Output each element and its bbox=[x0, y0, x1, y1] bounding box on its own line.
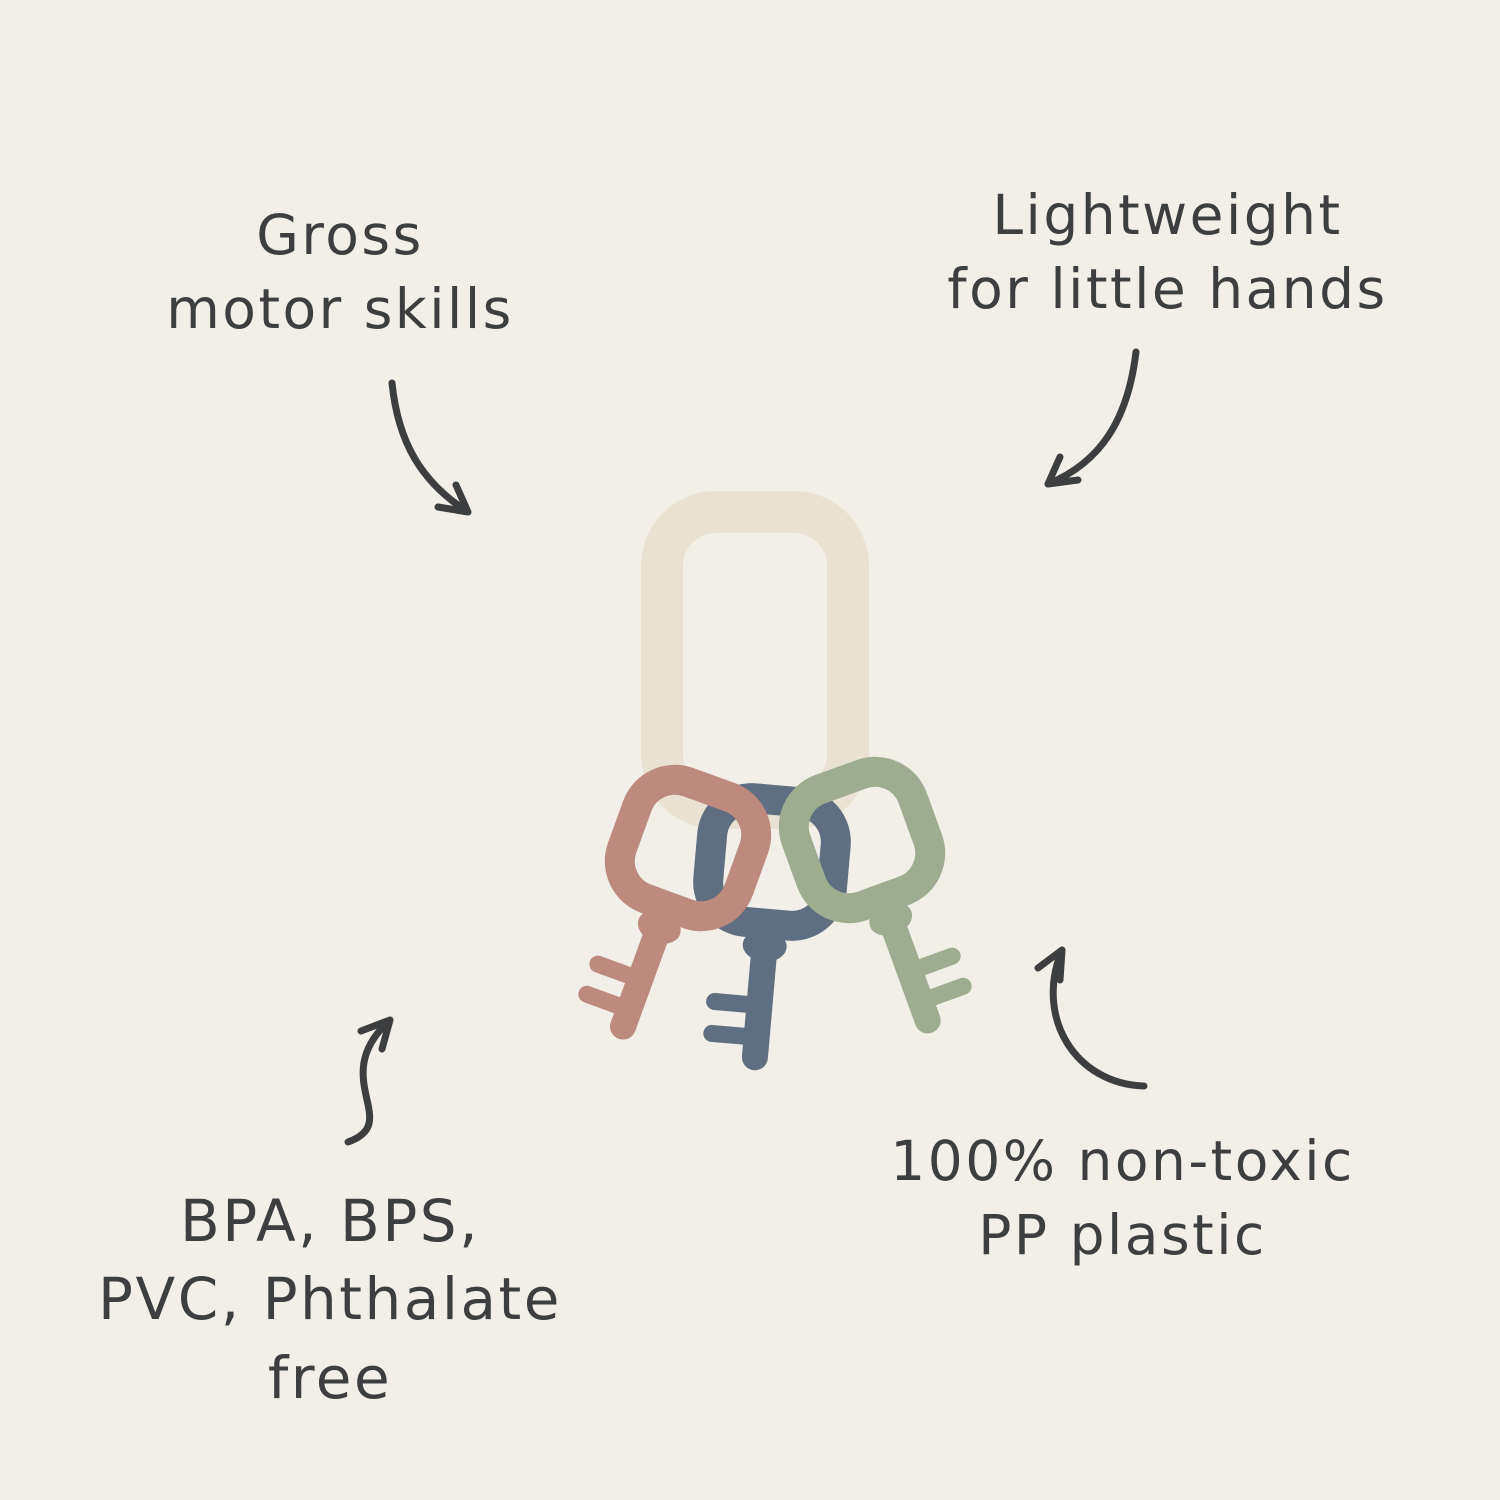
annotation-line: 100% non-toxic bbox=[890, 1129, 1355, 1193]
annotation-line: PP plastic bbox=[978, 1203, 1267, 1268]
annotation-non-toxic: 100% non-toxic PP plastic bbox=[870, 1124, 1375, 1273]
annotation-line: motor skills bbox=[166, 277, 514, 342]
blue-key bbox=[693, 783, 851, 1071]
annotation-line: PVC, Phthalate bbox=[98, 1265, 562, 1334]
arrow-bpa-free bbox=[344, 1016, 394, 1146]
annotation-gross-motor-skills: Gross motor skills bbox=[100, 198, 580, 347]
annotation-line: Lightweight bbox=[992, 183, 1343, 247]
annotation-arrows bbox=[344, 348, 1148, 1146]
annotation-bpa-free: BPA, BPS, PVC, Phthalate free bbox=[70, 1182, 590, 1417]
pink-key bbox=[578, 764, 772, 1040]
annotation-line: for little hands bbox=[947, 257, 1388, 322]
arrow-gross-motor bbox=[388, 379, 472, 516]
green-key bbox=[778, 756, 972, 1034]
annotation-lightweight: Lightweight for little hands bbox=[915, 178, 1420, 327]
cream-ring bbox=[641, 491, 869, 829]
annotation-line: Gross bbox=[256, 203, 424, 267]
annotation-line: free bbox=[267, 1343, 393, 1412]
arrow-lightweight bbox=[1044, 348, 1140, 488]
arrow-non-toxic bbox=[1034, 946, 1148, 1090]
annotation-line: BPA, BPS, bbox=[179, 1187, 481, 1255]
